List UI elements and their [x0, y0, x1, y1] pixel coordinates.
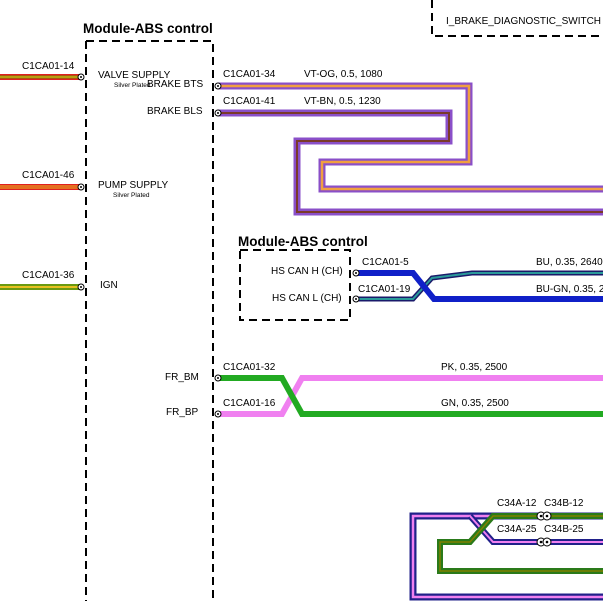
connector-label: C1CA01-46	[22, 170, 75, 181]
connector-label: C34A-25	[497, 524, 537, 535]
abs-module-box-right	[86, 40, 214, 601]
pin-label-pump-supply: PUMP SUPPLY	[98, 180, 169, 191]
abs-module-title: Module-ABS control	[83, 21, 213, 36]
connector-label: C34B-25	[544, 524, 584, 535]
connector-label: C34A-12	[497, 498, 537, 509]
pin-label-ign: IGN	[100, 280, 118, 291]
wire-can-h	[358, 270, 603, 302]
wire-spec-can-h: BU, 0.35, 2640	[536, 257, 603, 268]
connector-label: C1CA01-36	[22, 270, 75, 281]
connector-label: C1CA01-14	[22, 61, 75, 72]
brake-diagnostic-switch-box	[431, 0, 603, 37]
pin-label-fr-bm: FR_BM	[165, 372, 199, 383]
connector-label: C1CA01-34	[223, 69, 276, 80]
wire-fr-bp-pk	[220, 375, 603, 417]
pin-label-brake-bts: BRAKE BTS	[147, 79, 203, 90]
connector-label: C34B-12	[544, 498, 584, 509]
pin-sublabel: Silver Plated	[114, 82, 151, 89]
brake-diagnostic-switch-label: I_BRAKE_DIAGNOSTIC_SWITCH	[446, 16, 601, 27]
wire-fr-bm-gn	[220, 375, 603, 417]
pin-label-can-h: HS CAN H (CH)	[271, 266, 343, 277]
pin-label-can-l: HS CAN L (CH)	[272, 293, 342, 304]
wire-spec-bts: VT-OG, 0.5, 1080	[304, 69, 383, 80]
can-module-title: Module-ABS control	[238, 234, 368, 249]
connector-label: C1CA01-32	[223, 362, 276, 373]
pin-label-fr-bp: FR_BP	[166, 407, 199, 418]
connector-label: C1CA01-19	[358, 284, 411, 295]
connector-label: C1CA01-16	[223, 398, 276, 409]
wire-spec-pk: PK, 0.35, 2500	[441, 362, 508, 373]
wire-spec-gn: GN, 0.35, 2500	[441, 398, 509, 409]
pin-label-brake-bls: BRAKE BLS	[147, 106, 203, 117]
can-module-box	[239, 249, 351, 321]
connector-label: C1CA01-5	[362, 257, 409, 268]
pin-sublabel: Silver Plated	[113, 192, 150, 199]
connector-label: C1CA01-41	[223, 96, 276, 107]
pin-label-valve-supply: VALVE SUPPLY	[98, 70, 171, 81]
wire-spec-can-l: BU-GN, 0.35, 2640	[536, 284, 603, 295]
wire-spec-bls: VT-BN, 0.5, 1230	[304, 96, 381, 107]
